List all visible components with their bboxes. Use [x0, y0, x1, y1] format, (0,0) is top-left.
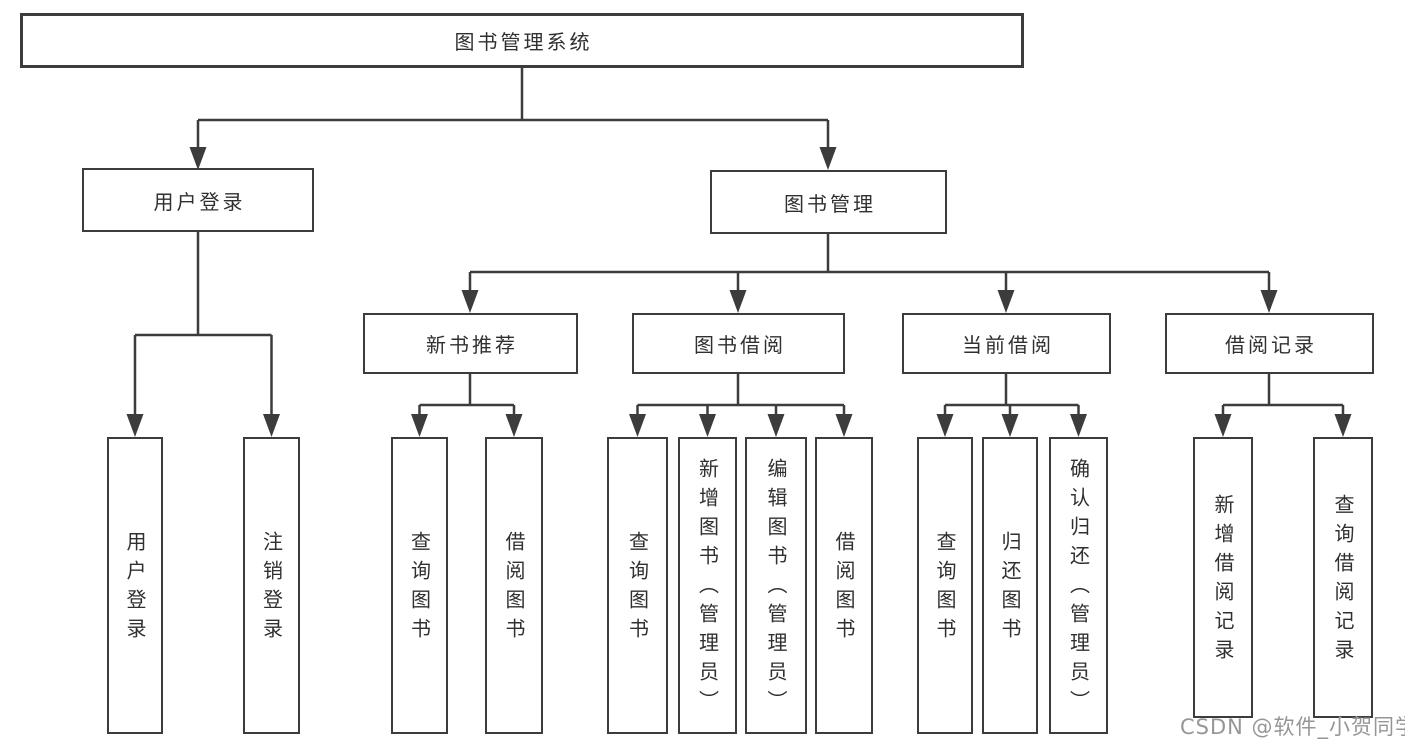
- leaf-user-login: 用户登录: [107, 437, 163, 734]
- leaf-confirm-return-admin: 确认归还（管理员）: [1049, 437, 1108, 734]
- node-new-book-recommendation: 新书推荐: [363, 313, 578, 374]
- leaf-logout: 注销登录: [243, 437, 300, 734]
- leaf-query-books-current: 查询图书: [917, 437, 973, 734]
- leaf-borrow-books: 借阅图书: [815, 437, 873, 734]
- watermark: CSDN @软件_小贺同学: [1180, 715, 1405, 739]
- node-book-management: 图书管理: [710, 170, 947, 234]
- leaf-edit-books-admin: 编辑图书（管理员）: [745, 437, 807, 734]
- node-borrowing-records: 借阅记录: [1165, 313, 1374, 374]
- node-current-borrowing: 当前借阅: [902, 313, 1111, 374]
- node-book-borrowing: 图书借阅: [632, 313, 845, 374]
- node-user-login: 用户登录: [82, 168, 314, 232]
- leaf-return-books: 归还图书: [982, 437, 1038, 734]
- leaf-query-books-recommend: 查询图书: [391, 437, 448, 734]
- node-library-management-system: 图书管理系统: [20, 13, 1024, 68]
- leaf-add-borrow-record: 新增借阅记录: [1193, 437, 1253, 718]
- leaf-query-borrow-record: 查询借阅记录: [1313, 437, 1373, 718]
- leaf-borrow-books-recommend: 借阅图书: [485, 437, 543, 734]
- arrowhead-icons: [126, 147, 1352, 437]
- leaf-add-books-admin: 新增图书（管理员）: [678, 437, 737, 734]
- leaf-query-books-borrow: 查询图书: [607, 437, 668, 734]
